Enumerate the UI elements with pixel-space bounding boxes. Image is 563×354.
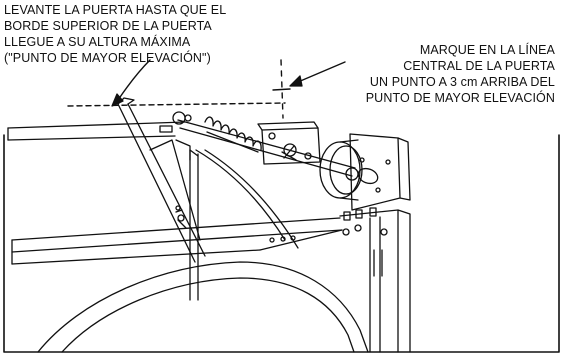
instruction-left-line-3: LLEGUE A SU ALTURA MÁXIMA xyxy=(4,35,191,49)
center-bracket xyxy=(261,127,321,165)
header-track xyxy=(7,121,186,141)
frame-border xyxy=(3,134,560,353)
door-panel-curve xyxy=(37,261,369,353)
torsion-shaft xyxy=(177,119,356,177)
lower-track xyxy=(11,217,343,265)
door-edge-arrow xyxy=(117,59,151,101)
instruction-left-line-4: ("PUNTO DE MAYOR ELEVACIÓN") xyxy=(4,51,211,65)
vertical-track-bracket xyxy=(339,209,411,353)
instruction-right: MARQUE EN LA LÍNEA CENTRAL DE LA PUERTA … xyxy=(265,42,555,106)
instruction-right-line-3: UN PUNTO A 3 cm ARRIBA DEL xyxy=(369,75,555,89)
high-point-dashed-line xyxy=(67,102,286,107)
instruction-right-line-2: CENTRAL DE LA PUERTA xyxy=(403,59,555,73)
instruction-left-line-2: BORDE SUPERIOR DE LA PUERTA xyxy=(4,19,212,33)
curved-track xyxy=(189,149,299,249)
mark-arrow xyxy=(297,61,346,83)
door-arm xyxy=(117,103,206,263)
instruction-left-line-1: LEVANTE LA PUERTA HASTA QUE EL xyxy=(4,3,227,17)
instruction-left: LEVANTE LA PUERTA HASTA QUE EL BORDE SUP… xyxy=(4,2,304,66)
center-line-dashed xyxy=(280,59,284,119)
cable-drum xyxy=(319,139,363,201)
instruction-right-line-1: MARQUE EN LA LÍNEA xyxy=(419,43,555,57)
torsion-spring xyxy=(204,116,262,153)
mark-tick xyxy=(272,88,291,91)
instruction-right-line-4: PUNTO DE MAYOR ELEVACIÓN xyxy=(365,91,555,105)
